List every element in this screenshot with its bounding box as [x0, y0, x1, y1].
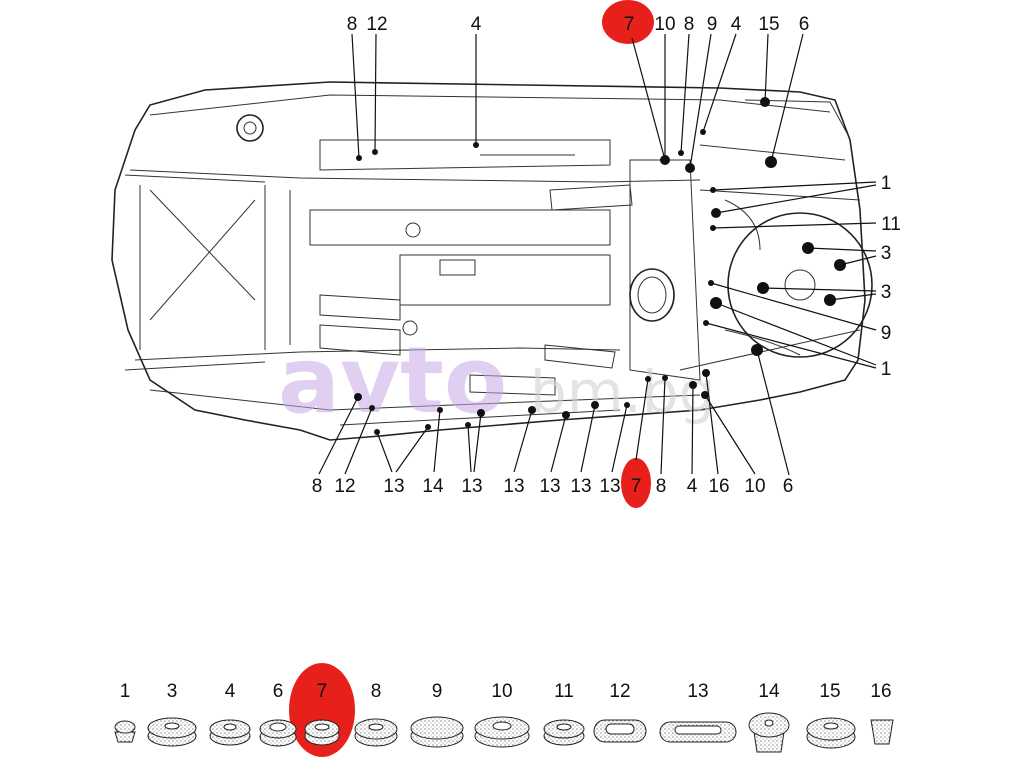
callout-top-8: 8 [347, 14, 358, 35]
leader-lines [318, 33, 877, 476]
callout-bottom-10: 10 [744, 476, 765, 497]
grommet-9-icon [410, 716, 464, 748]
callout-top-8b: 8 [684, 14, 695, 35]
callout-bottom-4: 4 [687, 476, 698, 497]
part-label-16: 16 [870, 681, 891, 702]
callout-right-3b: 3 [881, 282, 892, 303]
watermark-site: bm.bg [530, 358, 715, 426]
bottom-callouts: 8 12 13 14 13 13 13 13 13 7 8 4 16 10 6 [312, 476, 794, 497]
callout-top-7: 7 [624, 14, 635, 35]
part-label-13: 13 [687, 681, 708, 702]
grommet-10-icon [474, 716, 530, 748]
part-label-11: 11 [554, 681, 574, 702]
part-label-1: 1 [120, 681, 131, 702]
part-label-8: 8 [371, 681, 382, 702]
callout-right-3: 3 [881, 243, 892, 264]
grommet-11-icon [543, 719, 585, 746]
plug-16-icon [870, 719, 894, 745]
parts-legend: 1 3 4 6 7 8 9 10 11 12 13 14 15 16 [114, 681, 894, 753]
grommet-3-icon [147, 717, 197, 747]
grommet-8-icon [354, 718, 398, 747]
watermark-main: avto [278, 327, 507, 434]
grommet-14-icon [748, 712, 790, 753]
callout-bottom-13a: 13 [383, 476, 404, 497]
part-label-9: 9 [432, 681, 443, 702]
part-label-7: 7 [317, 681, 328, 702]
highlight-top-7 [602, 0, 654, 44]
callout-bottom-8: 8 [312, 476, 323, 497]
part-label-3: 3 [167, 681, 178, 702]
callout-right-1b: 1 [881, 359, 892, 380]
callout-top-4: 4 [471, 14, 482, 35]
part-label-12: 12 [609, 681, 630, 702]
callout-bottom-13e: 13 [570, 476, 591, 497]
callout-right-11: 11 [881, 214, 901, 235]
callout-top-12: 12 [366, 14, 387, 35]
part-label-10: 10 [491, 681, 512, 702]
highlight-bottom-7 [621, 458, 651, 508]
part-label-14: 14 [758, 681, 780, 702]
grommet-4-icon [209, 719, 251, 746]
callout-bottom-13d: 13 [539, 476, 560, 497]
grommet-13-icon [659, 721, 737, 743]
callout-bottom-8b: 8 [656, 476, 667, 497]
grommet-6-icon [259, 719, 297, 747]
callout-right-9: 9 [881, 323, 892, 344]
callout-bottom-13b: 13 [461, 476, 482, 497]
part-label-6: 6 [273, 681, 284, 702]
callout-bottom-14: 14 [422, 476, 444, 497]
right-callouts: 1 11 3 3 9 1 [881, 173, 901, 380]
grommet-15-icon [806, 717, 856, 749]
callout-bottom-16: 16 [708, 476, 729, 497]
top-callouts: 8 12 4 7 10 8 9 4 15 6 [347, 14, 810, 35]
plug-1-icon [114, 720, 136, 743]
callout-top-15: 15 [758, 14, 779, 35]
part-label-4: 4 [225, 681, 236, 702]
callout-bottom-6: 6 [783, 476, 794, 497]
callout-top-4b: 4 [731, 14, 742, 35]
callout-bottom-13c: 13 [503, 476, 524, 497]
callout-right-1: 1 [881, 173, 892, 194]
part-label-15: 15 [819, 681, 840, 702]
callout-top-6: 6 [799, 14, 810, 35]
callout-bottom-7: 7 [631, 476, 642, 497]
callout-top-9: 9 [707, 14, 718, 35]
callout-bottom-13f: 13 [599, 476, 620, 497]
grommet-12-icon [593, 719, 647, 743]
callout-bottom-12: 12 [334, 476, 355, 497]
callout-top-10: 10 [654, 14, 675, 35]
grommet-7-icon [304, 719, 340, 746]
